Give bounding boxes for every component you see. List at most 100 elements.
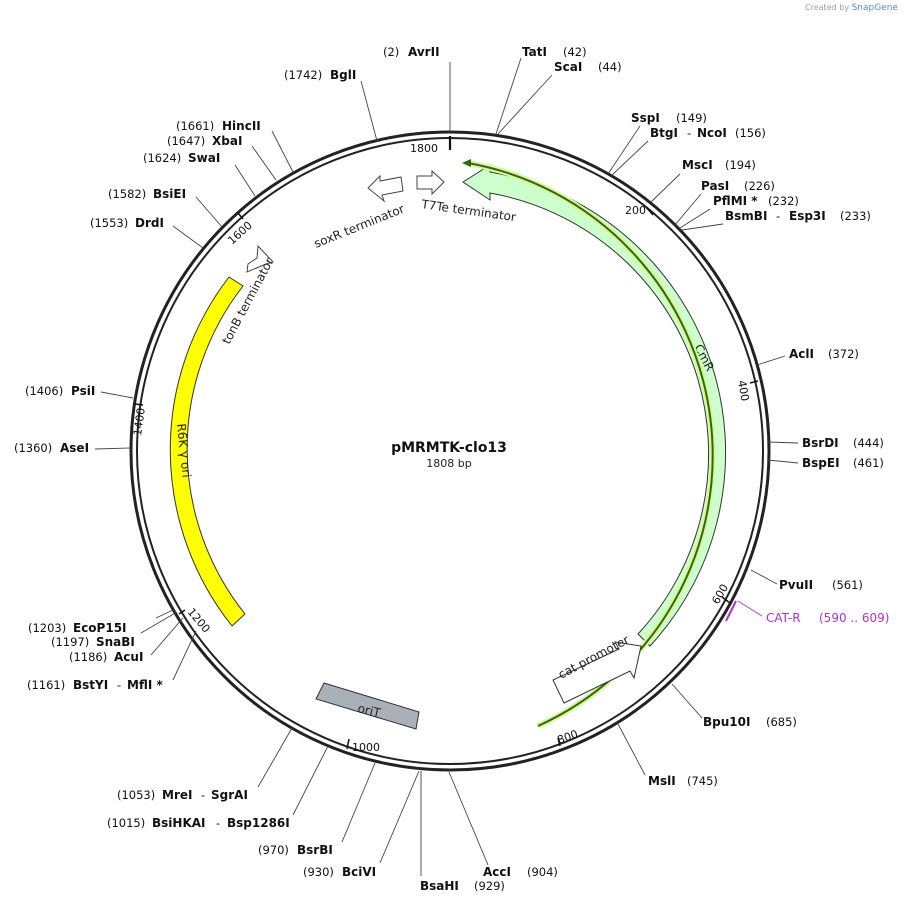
tick-1200: 1200 <box>178 606 213 635</box>
t7te-terminator-label: T7Te terminator <box>420 197 517 224</box>
r6k-ori-feature[interactable] <box>169 276 246 627</box>
primer-name: CAT-R <box>766 611 801 625</box>
site-name-2: Esp3I <box>789 209 826 223</box>
site-name: MreI <box>162 788 192 802</box>
site-psti[interactable]: (1406) PsiI <box>25 384 95 398</box>
site-sep: - <box>687 126 691 140</box>
site-pflmi[interactable]: PflMI * (232) <box>713 194 799 208</box>
site-name: BsiEI <box>153 187 186 201</box>
site-msci[interactable]: MscI (194) <box>682 158 756 172</box>
site-name: HincII <box>222 119 261 133</box>
site-name: BsaHI <box>420 879 459 893</box>
site-name: SwaI <box>188 151 220 165</box>
site-bstyi[interactable]: (1161) BstYI - MflI * <box>27 678 163 692</box>
site-name-2: NcoI <box>697 126 727 140</box>
site-bspei[interactable]: BspEI (461) <box>802 456 884 470</box>
tick-label-1400: 1400 <box>131 407 148 437</box>
site-bsihkai[interactable]: (1015) BsiHKAI - Bsp1286I <box>107 816 290 830</box>
site-pos: (685) <box>766 715 797 729</box>
site-btgi[interactable]: BtgI - NcoI (156) <box>650 126 766 140</box>
site-bsrdi[interactable]: BsrDI (444) <box>802 436 884 450</box>
site-bsrbi[interactable]: (970) BsrBI <box>258 843 333 857</box>
site-pos: (1661) <box>176 119 214 133</box>
site-name: BglI <box>330 68 356 82</box>
primer-cat-r[interactable]: CAT-R (590 .. 609) <box>725 600 889 625</box>
site-name: BciVI <box>342 865 376 879</box>
site-pasi[interactable]: PasI (226) <box>701 179 775 193</box>
site-acui[interactable]: (1186) AcuI <box>69 650 143 664</box>
site-name-2: MflI * <box>127 678 163 692</box>
site-name: AclI <box>789 347 814 361</box>
site-tati[interactable]: TatI (42) <box>522 45 587 59</box>
site-pos: (1647) <box>167 134 205 148</box>
site-name: Bpu10I <box>703 715 750 729</box>
tick-200: 200 <box>625 204 654 217</box>
site-name: BsrBI <box>297 843 333 857</box>
site-sep: - <box>776 209 780 223</box>
site-bpu10i[interactable]: Bpu10I (685) <box>703 715 797 729</box>
plasmid-name: pMRMTK-clo13 <box>391 440 507 456</box>
site-sspi[interactable]: SspI (149) <box>631 111 707 125</box>
t7te-terminator-feature[interactable] <box>416 169 445 196</box>
tick-1400: 1400 <box>131 403 148 437</box>
site-scai[interactable]: ScaI (44) <box>554 60 622 74</box>
site-pos: (929) <box>474 879 505 893</box>
site-pos: (1360) <box>14 441 52 455</box>
site-snabi[interactable]: (1197) SnaBI <box>51 635 135 649</box>
site-pos: (1053) <box>117 788 155 802</box>
site-name-2: Bsp1286I <box>227 816 290 830</box>
tick-label-1800: 1800 <box>410 142 438 155</box>
site-pos: (44) <box>598 60 622 74</box>
tick-label-1600: 1600 <box>225 219 255 247</box>
site-pos: (194) <box>725 158 756 172</box>
tick-label-200: 200 <box>625 204 646 217</box>
site-pos: (226) <box>744 179 775 193</box>
site-msli[interactable]: MslI (745) <box>648 774 718 788</box>
site-pos: (561) <box>832 578 863 592</box>
site-pos: (444) <box>853 436 884 450</box>
site-ecop15i[interactable]: (1203) EcoP15I <box>28 621 127 635</box>
site-name: MscI <box>682 158 713 172</box>
site-bgli[interactable]: (1742) BglI <box>284 68 356 82</box>
tick-label-400: 400 <box>735 379 751 402</box>
site-pos: (1203) <box>28 621 66 635</box>
cat-promoter-feature[interactable] <box>552 641 642 704</box>
tick-1800: 1800 <box>410 136 452 155</box>
site-name: SnaBI <box>96 635 135 649</box>
site-pos: (1582) <box>108 187 146 201</box>
orit-feature[interactable] <box>315 682 420 730</box>
site-name: ScaI <box>554 60 582 74</box>
site-acli[interactable]: AclI (372) <box>789 347 859 361</box>
soxr-terminator-feature[interactable] <box>367 174 404 203</box>
snapgene-credit: Created by SnapGene <box>805 3 898 13</box>
site-bsiei[interactable]: (1582) BsiEI <box>108 187 186 201</box>
site-bsahi[interactable]: BsaHI (929) <box>420 879 505 893</box>
site-drdi[interactable]: (1553) DrdI <box>90 216 164 230</box>
tonb-terminator-feature[interactable] <box>246 244 274 273</box>
site-leaders <box>94 57 799 876</box>
site-bcivi[interactable]: (930) BciVI <box>303 865 376 879</box>
site-swai[interactable]: (1624) SwaI <box>143 151 220 165</box>
site-xbai[interactable]: (1647) XbaI <box>167 134 242 148</box>
site-hincii[interactable]: (1661) HincII <box>176 119 261 133</box>
site-name: TatI <box>522 45 547 59</box>
tick-400: 400 <box>735 379 759 402</box>
site-pos: (372) <box>828 347 859 361</box>
site-name: PvuII <box>779 578 813 592</box>
site-acci[interactable]: AccI (904) <box>483 865 558 879</box>
site-pos: (232) <box>768 194 799 208</box>
primer-range: (590 .. 609) <box>819 611 889 625</box>
site-aviii[interactable]: (2) AvrII <box>383 45 440 59</box>
site-pos: (2) <box>383 45 399 59</box>
site-pvuii[interactable]: PvuII (561) <box>779 578 863 592</box>
r6k-ori-label: R6K γ ori <box>174 423 194 478</box>
site-bsmbi[interactable]: BsmBI - Esp3I (233) <box>725 209 871 223</box>
site-pos: (1161) <box>27 678 65 692</box>
site-name: AccI <box>483 865 511 879</box>
site-asei[interactable]: (1360) AseI <box>14 441 89 455</box>
site-pos: (42) <box>563 45 587 59</box>
site-sep: - <box>117 678 121 692</box>
site-mrei[interactable]: (1053) MreI - SgrAI <box>117 788 248 802</box>
site-pos: (904) <box>527 865 558 879</box>
